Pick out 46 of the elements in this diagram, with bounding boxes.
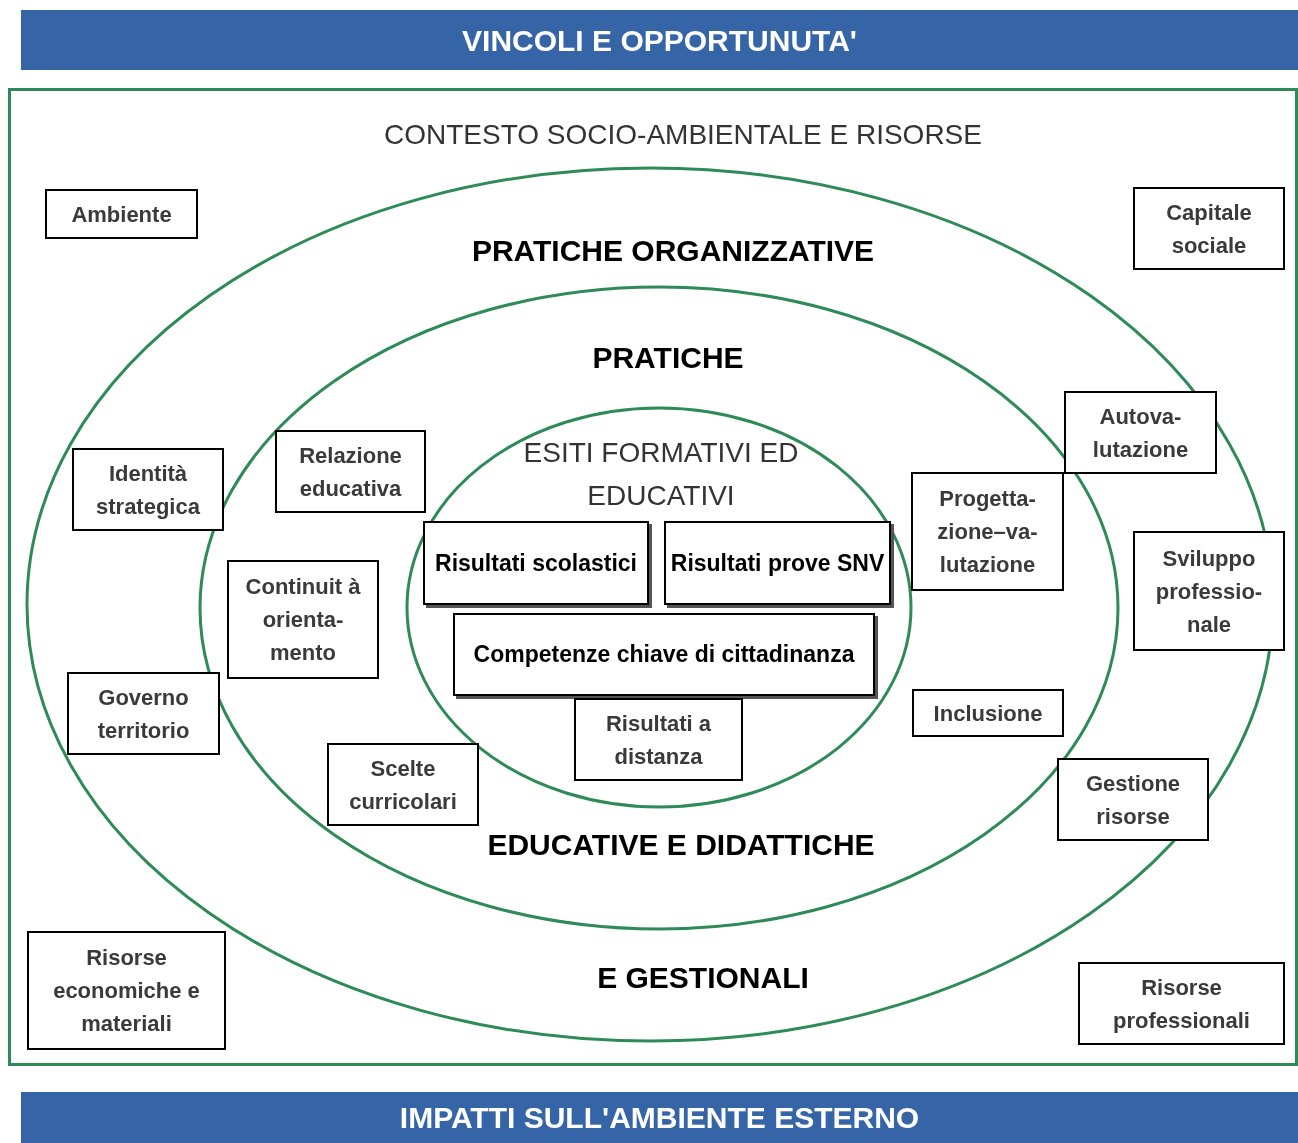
heading: PRATICHE (591, 340, 745, 376)
box-label: Sviluppo professio- nale (1154, 544, 1264, 639)
heading: ESITI FORMATIVI ED EDUCATIVI (522, 436, 800, 513)
label-box (574, 698, 743, 781)
box-label: Capitale sociale (1165, 198, 1253, 260)
label-box (67, 672, 220, 755)
box-label: Governo territorio (96, 683, 191, 745)
box-label: Competenze chiave di cittadinanza (473, 640, 855, 669)
heading: EDUCATIVE E DIDATTICHE (486, 827, 876, 863)
label-box (1057, 758, 1209, 841)
box-label: Continuit à orienta- mento (244, 573, 362, 667)
band-title: VINCOLI E OPPORTUNUTA' (462, 22, 857, 59)
heading: CONTESTO SOCIO-AMBIENTALE E RISORSE (383, 118, 983, 152)
label-box (911, 472, 1064, 591)
label-box (912, 689, 1064, 737)
box-label: Gestione risorse (1084, 769, 1182, 831)
label-box (275, 430, 426, 513)
label-box (45, 189, 198, 239)
label-box (1133, 187, 1285, 270)
box-label: Autova- lutazione (1091, 402, 1190, 464)
label-box (1064, 391, 1217, 474)
box-label: Risultati scolastici (435, 548, 637, 578)
outcome-box (664, 521, 891, 605)
box-label: Scelte curricolari (348, 754, 458, 816)
band-title: IMPATTI SULL'AMBIENTE ESTERNO (399, 1100, 920, 1136)
label-box (1133, 531, 1285, 651)
label-box (1078, 962, 1285, 1045)
label-box (327, 743, 479, 826)
box-label: Identità strategica (95, 459, 201, 521)
label-box (27, 931, 226, 1050)
box-label: Risultati a distanza (604, 709, 713, 771)
box-label: Relazione educativa (298, 441, 403, 503)
box-label: Risorse professionali (1112, 973, 1251, 1035)
label-box (227, 560, 379, 679)
heading: E GESTIONALI (596, 960, 810, 996)
box-label: Progetta- zione–va- lutazione (936, 485, 1039, 579)
outcome-box (423, 521, 649, 605)
box-label: Ambiente (71, 200, 172, 229)
box-label: Risorse economiche e materiali (52, 944, 201, 1038)
box-label: Risultati prove SNV (670, 548, 885, 578)
box-label: Inclusione (933, 699, 1043, 728)
title-band (21, 10, 1298, 70)
label-box (72, 448, 224, 531)
title-band (21, 1092, 1298, 1143)
heading: PRATICHE ORGANIZZATIVE (470, 233, 876, 269)
outcome-box (453, 613, 875, 696)
